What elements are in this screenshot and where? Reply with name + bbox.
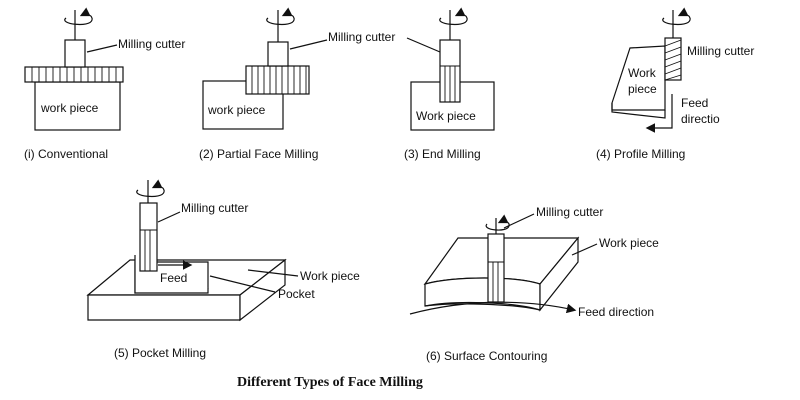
end-mill-flutes — [140, 229, 157, 271]
workpiece-edge — [611, 103, 666, 119]
panel-caption: (i) Conventional — [24, 147, 108, 161]
cutter-label: Milling cutter — [328, 30, 395, 44]
cutter-teeth — [245, 65, 310, 95]
feed-label: Feed direction — [578, 305, 654, 319]
panel-caption: (5) Pocket Milling — [114, 346, 206, 360]
workpiece-front — [87, 294, 241, 321]
rotation-arrow — [439, 7, 468, 26]
feed-arrow — [645, 94, 673, 133]
ball-end-cutter — [487, 233, 505, 303]
feed-label: Feed — [160, 271, 187, 285]
figure-title: Different Types of Face Milling — [237, 375, 423, 390]
cutter-label: Milling cutter — [118, 37, 185, 51]
cutter-label: Milling cutter — [687, 44, 754, 58]
rotation-arrow — [64, 7, 93, 26]
workpiece-side — [539, 236, 579, 312]
panel-end-milling: Work piece (3) End Milling — [404, 7, 495, 161]
panel-conventional: Milling cutter work piece (i) Convention… — [24, 7, 185, 161]
workpiece-label-line2: piece — [628, 82, 657, 96]
end-mill-cutter — [139, 202, 158, 272]
workpiece-label: Work piece — [599, 236, 659, 250]
feed-label-line2: directio — [681, 112, 720, 126]
workpiece-leader — [571, 243, 598, 256]
panel-surface-contouring: Milling cutter Work piece Feed direction… — [409, 205, 659, 363]
panel-caption: (3) End Milling — [404, 147, 481, 161]
rotation-arrow — [485, 214, 510, 231]
cutter-leader — [157, 211, 181, 223]
cutter-leader — [503, 213, 535, 229]
panel-pocket-milling: Milling cutter Feed Work piece Pocket (5… — [86, 179, 360, 360]
panel-caption: (2) Partial Face Milling — [199, 147, 318, 161]
rotation-arrow — [266, 7, 295, 26]
rotation-arrow — [136, 179, 165, 198]
cutter-label: Milling cutter — [536, 205, 603, 219]
feed-label-line1: Feed — [681, 96, 708, 110]
cutter-hatch — [664, 39, 682, 81]
workpiece-leader — [247, 269, 299, 277]
pocket-leader — [209, 275, 276, 293]
cutter-label: Milling cutter — [181, 201, 248, 215]
panel-caption: (6) Surface Contouring — [426, 349, 547, 363]
cutter-spindle — [267, 41, 289, 67]
workpiece-label: Work piece — [300, 269, 360, 283]
cutter-leader — [289, 39, 328, 50]
cutter-leader — [86, 44, 118, 53]
cutter-teeth-lines — [251, 66, 307, 94]
end-mill-flutes — [440, 65, 460, 102]
rotation-arrow — [662, 7, 691, 26]
cutter-leader — [406, 37, 441, 53]
cutter-flutes — [488, 261, 504, 302]
workpiece-label: Work piece — [416, 109, 476, 123]
cutter-teeth-lines — [31, 67, 117, 82]
workpiece-block — [34, 81, 121, 131]
panel-caption: (4) Profile Milling — [596, 147, 685, 161]
workpiece-label-line1: Work — [628, 66, 657, 80]
workpiece-side — [239, 258, 286, 322]
workpiece-label: work piece — [207, 103, 266, 117]
pocket-label: Pocket — [278, 287, 315, 301]
cutter-spindle — [64, 39, 86, 68]
panel-partial-face-milling: Milling cutter work piece (2) Partial Fa… — [199, 7, 395, 161]
workpiece-label: work piece — [40, 101, 99, 115]
workpiece-contoured-front — [424, 277, 541, 311]
feed-arrow — [409, 301, 577, 315]
panel-profile-milling: Milling cutter Work piece Feed directio … — [596, 7, 754, 161]
